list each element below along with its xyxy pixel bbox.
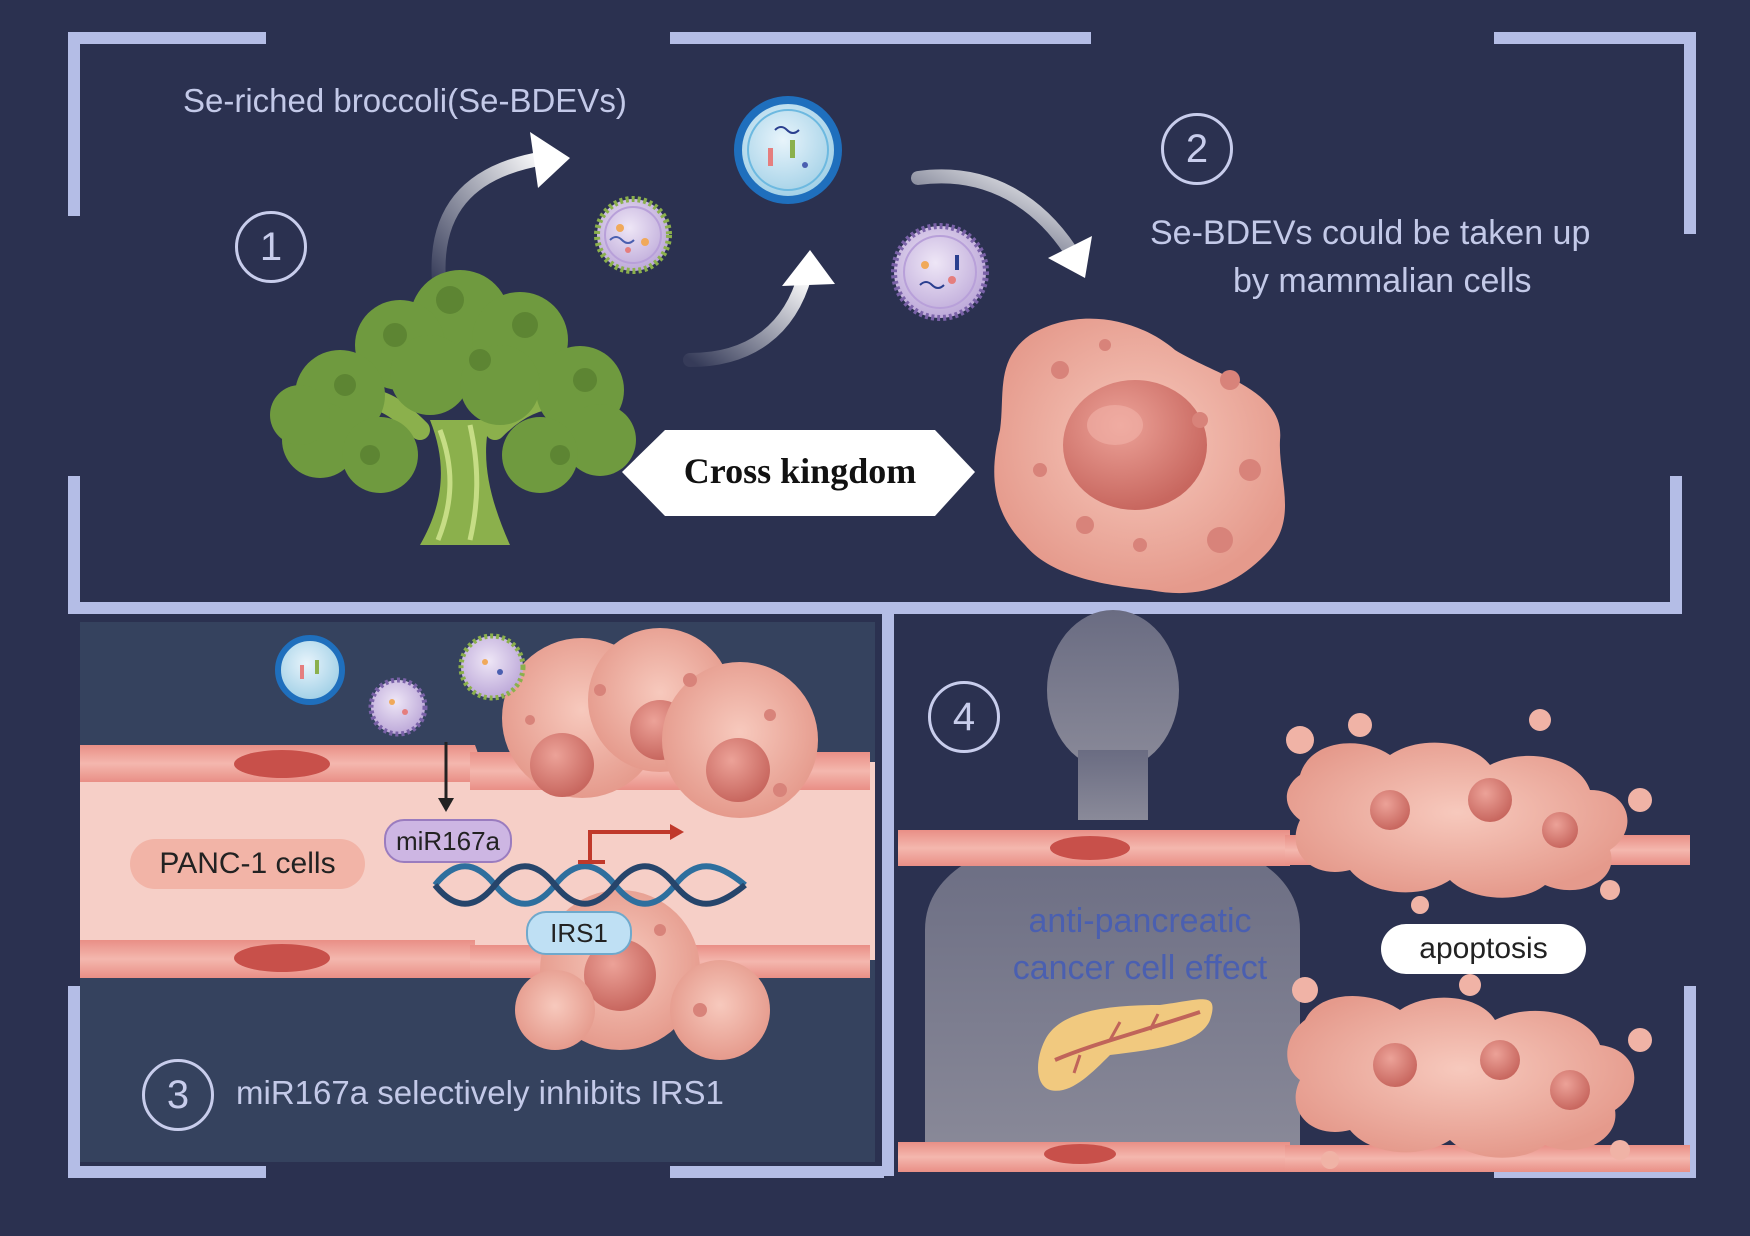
dna-icon xyxy=(432,863,747,907)
step-1-badge: 1 xyxy=(235,211,307,283)
broccoli-icon xyxy=(270,270,636,545)
inhibition-mark xyxy=(578,824,684,864)
apoptotic-cell-icon xyxy=(1286,709,1652,914)
cross-kingdom-label: Cross kingdom xyxy=(683,451,917,491)
uptake-label-line-2: by mammalian cells xyxy=(1233,262,1532,300)
cancer-cell-icon xyxy=(515,890,770,1060)
step-3-badge: 3 xyxy=(142,1059,214,1131)
vesicle-icon xyxy=(734,96,842,204)
uptake-arrow xyxy=(438,742,454,812)
vesicle-icon xyxy=(594,196,672,274)
step-2-badge: 2 xyxy=(1161,113,1233,185)
effect-label-line-1: anti-pancreatic xyxy=(1028,902,1252,940)
step-4-badge: 4 xyxy=(928,681,1000,753)
cancer-cell-icon xyxy=(994,318,1286,594)
cross-kingdom-arrow xyxy=(622,430,975,516)
transfer-arrows xyxy=(431,132,1092,367)
vesicle-icon xyxy=(368,677,428,737)
apoptosis-label: apoptosis xyxy=(1381,924,1586,974)
uptake-label-line-1: Se-BDEVs could be taken up xyxy=(1150,214,1591,252)
inhibits-label: miR167a selectively inhibits IRS1 xyxy=(236,1074,724,1111)
frame-lines xyxy=(68,32,1696,1178)
broccoli-label: Se-riched broccoli(Se-BDEVs) xyxy=(183,82,627,119)
effect-label-line-2: cancer cell effect xyxy=(1012,949,1268,987)
apoptotic-cell-icon xyxy=(1287,974,1652,1169)
vesicle-icon xyxy=(275,635,345,705)
cancer-cell-icon xyxy=(502,628,818,818)
mirna-label: miR167a xyxy=(384,819,512,863)
vesicle-icon xyxy=(458,633,526,701)
gene-label: IRS1 xyxy=(526,911,632,955)
panc1-label: PANC-1 cells xyxy=(130,839,365,889)
pancreas-icon xyxy=(1038,999,1213,1091)
human-silhouette-icon xyxy=(925,610,1300,1162)
vesicle-icon xyxy=(891,223,989,321)
